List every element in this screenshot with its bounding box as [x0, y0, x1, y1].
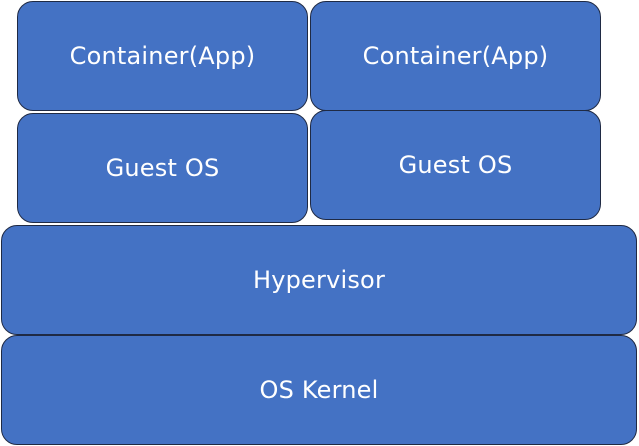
os-kernel-label: OS Kernel — [259, 376, 379, 404]
guest-os-right-block: Guest OS — [310, 110, 601, 220]
container-app-left-label: Container(App) — [69, 42, 256, 70]
guest-os-right-label: Guest OS — [398, 151, 513, 179]
hypervisor-block: Hypervisor — [1, 225, 637, 335]
os-kernel-block: OS Kernel — [1, 335, 637, 445]
container-app-left-block: Container(App) — [17, 1, 308, 111]
guest-os-left-label: Guest OS — [105, 154, 220, 182]
container-app-right-block: Container(App) — [310, 1, 601, 111]
guest-os-left-block: Guest OS — [17, 113, 308, 223]
container-app-right-label: Container(App) — [362, 42, 549, 70]
hypervisor-label: Hypervisor — [252, 266, 386, 294]
